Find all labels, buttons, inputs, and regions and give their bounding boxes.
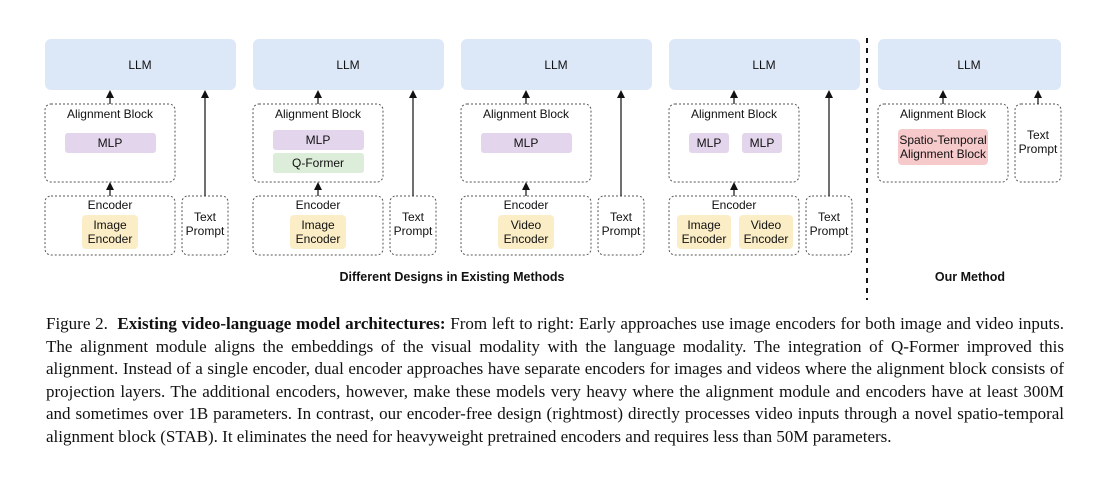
section-label-ours: Our Method <box>935 270 1005 284</box>
image-encoder-label: Encoder <box>296 232 341 246</box>
video-encoder-box <box>498 215 554 249</box>
text-prompt-label: Text <box>818 210 841 224</box>
stab-label: Spatio-Temporal <box>899 133 986 147</box>
q-former-box <box>273 153 364 173</box>
text-prompt-label: Text <box>610 210 633 224</box>
mlp-box <box>689 133 729 153</box>
encoder-label: Encoder <box>504 198 549 212</box>
alignment-block-label: Alignment Block <box>900 107 987 121</box>
section-label-existing: Different Designs in Existing Methods <box>339 270 564 284</box>
image-encoder-label: Encoder <box>682 232 727 246</box>
figure-label: Figure 2. <box>46 314 108 333</box>
llm-label: LLM <box>957 58 980 72</box>
alignment-block-label: Alignment Block <box>483 107 570 121</box>
caption-title: Existing video-language model architectu… <box>117 314 446 333</box>
stab-label: Alignment Block <box>900 147 987 161</box>
video-encoder-box <box>739 215 793 249</box>
llm-box <box>878 39 1061 90</box>
alignment-block-label: Alignment Block <box>691 107 778 121</box>
mlp-label: MLP <box>750 136 775 150</box>
mlp-label: MLP <box>697 136 722 150</box>
image-encoder-box <box>82 215 138 249</box>
alignment-block <box>877 103 1009 183</box>
mlp-box <box>742 133 782 153</box>
image-encoder-box <box>677 215 731 249</box>
image-encoder-box <box>290 215 346 249</box>
mlp-label: MLP <box>306 133 331 147</box>
mlp-box <box>65 133 156 153</box>
text-prompt-label: Prompt <box>602 224 641 238</box>
mlp-box <box>481 133 572 153</box>
text-prompt-label: Text <box>1027 128 1050 142</box>
text-prompt-label: Text <box>402 210 425 224</box>
figure-caption: Figure 2. Existing video-language model … <box>46 313 1064 449</box>
llm-box <box>461 39 652 90</box>
alignment-block-label: Alignment Block <box>275 107 362 121</box>
encoder-label: Encoder <box>712 198 757 212</box>
image-encoder-label: Encoder <box>88 232 133 246</box>
image-encoder-label: Image <box>687 218 721 232</box>
image-encoder-label: Image <box>301 218 335 232</box>
q-former-label: Q-Former <box>292 156 344 170</box>
llm-box <box>45 39 236 90</box>
text-prompt-label: Prompt <box>810 224 849 238</box>
llm-label: LLM <box>336 58 359 72</box>
text-prompt-label: Prompt <box>186 224 225 238</box>
video-encoder-label: Video <box>751 218 782 232</box>
video-encoder-label: Encoder <box>504 232 549 246</box>
llm-label: LLM <box>544 58 567 72</box>
mlp-label: MLP <box>98 136 123 150</box>
mlp-label: MLP <box>514 136 539 150</box>
caption-body: From left to right: Early approaches use… <box>46 314 1065 446</box>
llm-label: LLM <box>752 58 775 72</box>
stab-box <box>898 129 988 165</box>
encoder-label: Encoder <box>88 198 133 212</box>
mlp-box <box>273 130 364 150</box>
encoder-label: Encoder <box>296 198 341 212</box>
image-encoder-label: Image <box>93 218 127 232</box>
alignment-block-label: Alignment Block <box>67 107 154 121</box>
llm-box <box>669 39 860 90</box>
llm-label: LLM <box>128 58 151 72</box>
text-prompt-label: Prompt <box>394 224 433 238</box>
video-encoder-label: Encoder <box>744 232 789 246</box>
video-encoder-label: Video <box>511 218 542 232</box>
text-prompt-label: Prompt <box>1019 142 1058 156</box>
text-prompt-label: Text <box>194 210 217 224</box>
llm-box <box>253 39 444 90</box>
